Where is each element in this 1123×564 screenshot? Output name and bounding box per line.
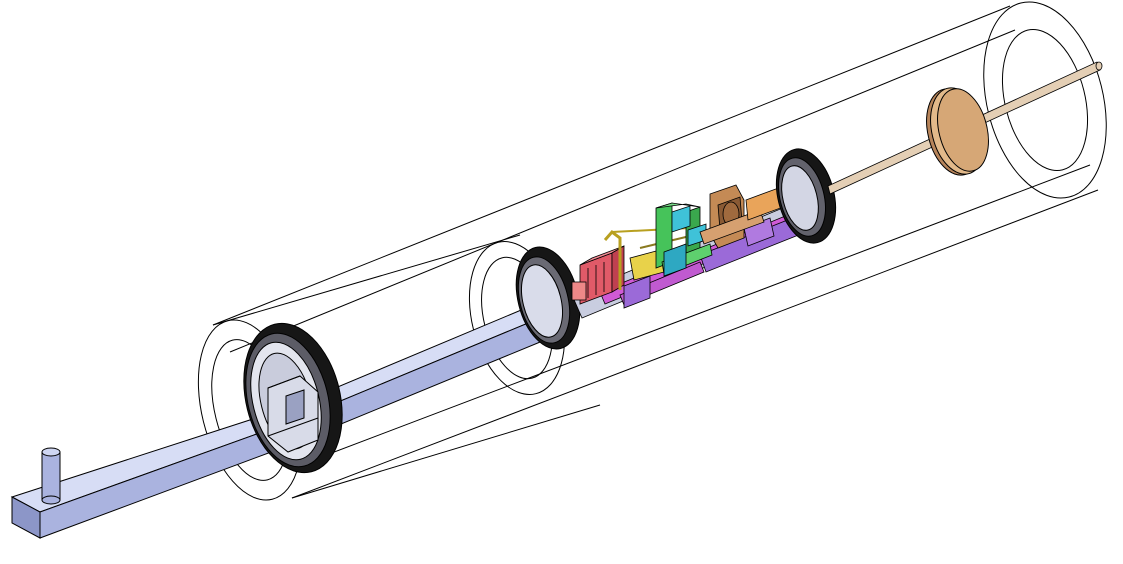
rear-wheel bbox=[775, 148, 837, 244]
middle-wheel bbox=[515, 246, 581, 350]
front-wheel bbox=[243, 322, 343, 474]
outer-tube-rear bbox=[212, 1, 1107, 499]
purple-parts bbox=[623, 217, 775, 309]
yellow-linkage bbox=[603, 227, 691, 290]
brown-motor-housing bbox=[699, 184, 765, 249]
cyan-block bbox=[663, 205, 707, 277]
outer-tube-front bbox=[197, 234, 601, 501]
tan-disc bbox=[926, 87, 989, 176]
beam-peg bbox=[41, 447, 61, 505]
